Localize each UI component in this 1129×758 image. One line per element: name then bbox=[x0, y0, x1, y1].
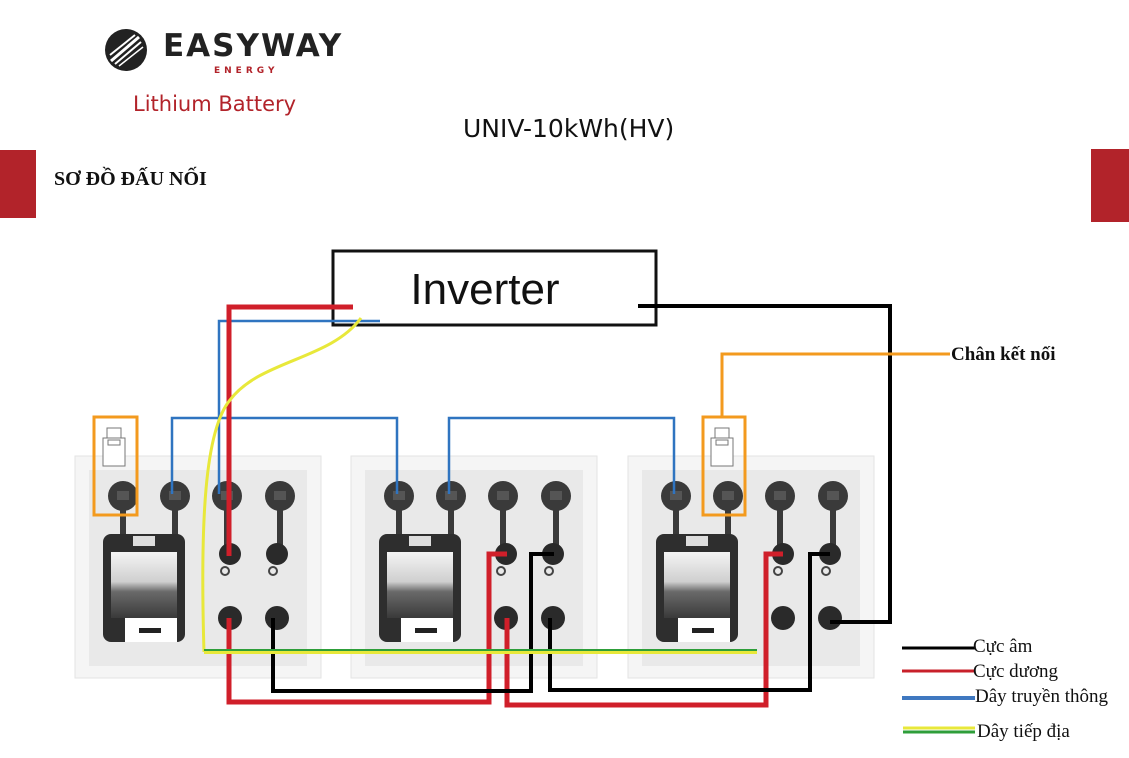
section-title: SƠ ĐỒ ĐẤU NỐI bbox=[54, 168, 207, 190]
connector-callout-label: Chân kết nối bbox=[951, 344, 1056, 365]
section-accent-right bbox=[1091, 149, 1129, 222]
legend: Cực âm Cực dương Dây truyền thông Dây ti… bbox=[902, 636, 1108, 742]
negative-wires bbox=[271, 304, 892, 693]
connector-highlights bbox=[92, 352, 950, 517]
terminator-plug-icon bbox=[102, 427, 734, 467]
positive-wires bbox=[226, 304, 783, 708]
ground-wire bbox=[201, 317, 757, 654]
easyway-logo-icon bbox=[105, 29, 147, 71]
communication-wires bbox=[170, 319, 676, 494]
battery-module-2 bbox=[350, 455, 598, 679]
brand-logo bbox=[103, 27, 149, 78]
product-line: Lithium Battery bbox=[133, 92, 297, 116]
brand-name: EASYWAY bbox=[163, 28, 344, 64]
battery-module-1 bbox=[74, 455, 322, 679]
model-title: UNIV-10kWh(HV) bbox=[463, 114, 675, 143]
legend-label-negative: Cực âm bbox=[973, 636, 1033, 657]
legend-label-communication: Dây truyền thông bbox=[975, 686, 1108, 707]
section-accent-left bbox=[0, 150, 36, 218]
inverter-box bbox=[331, 249, 658, 327]
inverter-label: Inverter bbox=[410, 265, 559, 314]
legend-label-ground: Dây tiếp địa bbox=[977, 721, 1070, 742]
brand-subtitle: ENERGY bbox=[214, 66, 279, 76]
battery-module-3 bbox=[627, 455, 875, 679]
legend-label-positive: Cực dương bbox=[973, 661, 1058, 682]
